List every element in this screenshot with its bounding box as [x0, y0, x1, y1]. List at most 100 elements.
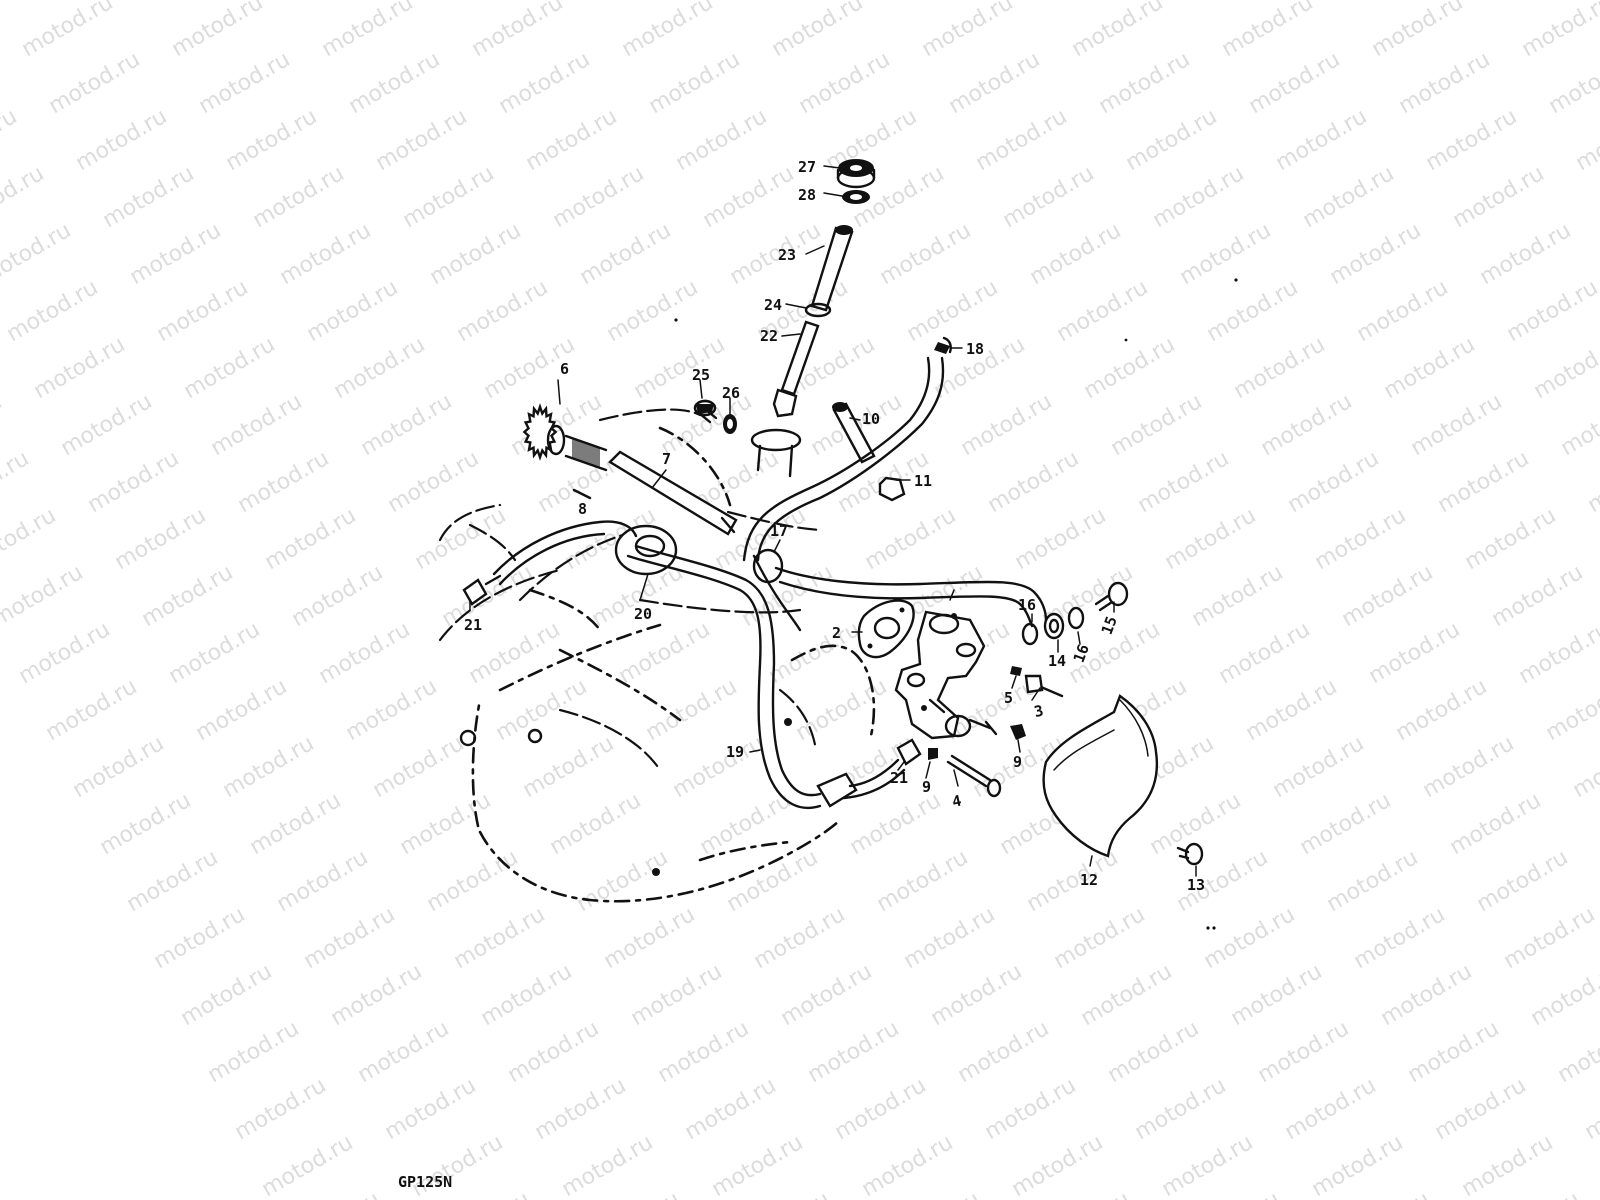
watermark-text: motod.ru: [1272, 104, 1372, 176]
part-label-26: 26: [722, 384, 740, 402]
part-label-16b: 16: [1070, 642, 1093, 665]
watermark-text: motod.ru: [1584, 446, 1600, 518]
watermark-text: motod.ru: [630, 332, 730, 404]
washer-26: [723, 414, 737, 434]
watermark-text: motod.ru: [972, 104, 1072, 176]
watermark-text: motod.ru: [1185, 1187, 1285, 1200]
watermark-text: motod.ru: [1104, 1016, 1204, 1088]
watermark-text: motod.ru: [0, 0, 90, 5]
watermark-text: motod.ru: [249, 161, 349, 233]
watermark-text: motod.ru: [777, 959, 877, 1031]
watermark-text: motod.ru: [207, 389, 307, 461]
watermark-text: motod.ru: [495, 47, 595, 119]
watermark-text: motod.ru: [549, 161, 649, 233]
watermark-text: motod.ru: [576, 218, 676, 290]
watermark-text: motod.ru: [273, 845, 373, 917]
watermark-text: motod.ru: [741, 0, 841, 5]
watermark-text: motod.ru: [1449, 161, 1549, 233]
watermark-text: motod.ru: [1215, 617, 1315, 689]
watermark-text: motod.ru: [0, 503, 60, 575]
part-label-28: 28: [798, 186, 816, 204]
watermark-text: motod.ru: [1188, 560, 1288, 632]
leader-lines: [469, 165, 1197, 877]
watermark-text: motod.ru: [1392, 674, 1492, 746]
oil-hose-21-left: [492, 520, 638, 586]
watermark-text: motod.ru: [1527, 959, 1600, 1031]
watermark-text: motod.ru: [1311, 503, 1411, 575]
watermark-text: motod.ru: [1230, 332, 1330, 404]
watermark-text: motod.ru: [1149, 161, 1249, 233]
cap-27: [836, 159, 876, 189]
watermark-text: motod.ru: [861, 503, 961, 575]
watermark-text: motod.ru: [30, 332, 130, 404]
oil-pump: [894, 610, 998, 740]
watermark-text: motod.ru: [795, 47, 895, 119]
watermark-text: motod.ru: [1419, 731, 1519, 803]
watermark-text: motod.ru: [1353, 275, 1453, 347]
watermark-text: motod.ru: [981, 1073, 1081, 1145]
watermark-text: motod.ru: [765, 617, 865, 689]
watermark-text: motod.ru: [1269, 731, 1369, 803]
part-label-12: 12: [1080, 871, 1098, 889]
part-label-23: 23: [778, 246, 796, 264]
watermark-text: motod.ru: [468, 0, 568, 62]
watermark-text: motod.ru: [1281, 1073, 1381, 1145]
watermark-text: motod.ru: [342, 674, 442, 746]
watermark-text: motod.ru: [261, 503, 361, 575]
watermark-text: motod.ru: [231, 1073, 331, 1145]
watermark-text: motod.ru: [891, 0, 991, 5]
watermark-text: motod.ru: [138, 560, 238, 632]
watermark-text: motod.ru: [1008, 1130, 1108, 1200]
watermark-text: motod.ru: [768, 0, 868, 62]
watermark-text: motod.ru: [627, 959, 727, 1031]
watermark-text: motod.ru: [369, 731, 469, 803]
watermark-text: motod.ru: [1323, 845, 1423, 917]
watermark-text: motod.ru: [3, 275, 103, 347]
watermark-text: motod.ru: [546, 788, 646, 860]
watermark-text: motod.ru: [531, 1073, 631, 1145]
watermark-text: motod.ru: [1542, 674, 1600, 746]
watermark-text: motod.ru: [558, 1130, 658, 1200]
watermark-text: motod.ru: [645, 47, 745, 119]
watermark-text: motod.ru: [219, 731, 319, 803]
watermark-text: motod.ru: [1581, 1073, 1600, 1145]
watermark-text: motod.ru: [885, 1187, 985, 1200]
watermark-text: motod.ru: [1422, 104, 1522, 176]
watermark-text: motod.ru: [150, 902, 250, 974]
screw-13: [1176, 842, 1204, 866]
watermark-text: motod.ru: [876, 218, 976, 290]
watermark-text: motod.ru: [999, 161, 1099, 233]
part-label-13: 13: [1187, 876, 1205, 894]
part-label-3: 3: [1032, 702, 1045, 721]
washer-28: [842, 190, 870, 204]
watermark-text: motod.ru: [696, 788, 796, 860]
watermark-text: motod.ru: [1485, 1187, 1585, 1200]
part-label-20: 20: [634, 605, 652, 623]
watermark-text: motod.ru: [0, 104, 21, 176]
watermark-text: motod.ru: [345, 47, 445, 119]
watermark-text: motod.ru: [396, 788, 496, 860]
watermark-text: motod.ru: [450, 902, 550, 974]
watermark-text: motod.ru: [441, 0, 541, 5]
joint-21-right: [896, 738, 922, 766]
watermark-text: motod.ru: [1377, 959, 1477, 1031]
part-label-10: 10: [862, 410, 880, 428]
part-label-14: 14: [1048, 652, 1066, 670]
clip-18: [934, 336, 952, 354]
part-label-11: 11: [914, 472, 932, 490]
part-label-6: 6: [560, 360, 569, 378]
watermark-text: motod.ru: [1026, 218, 1126, 290]
watermark-text: motod.ru: [984, 446, 1084, 518]
washer-5: [1010, 666, 1022, 676]
banjo-bolt-15: [1094, 581, 1129, 612]
watermark-text: motod.ru: [1200, 902, 1300, 974]
shaft-7: [608, 450, 738, 536]
watermark-text: motod.ru: [168, 0, 268, 62]
watermark-text: motod.ru: [291, 0, 391, 5]
watermark-text: motod.ru: [84, 446, 184, 518]
watermark-text: motod.ru: [204, 1016, 304, 1088]
watermark-text: motod.ru: [1572, 104, 1600, 176]
watermark-text: motod.ru: [195, 47, 295, 119]
watermark-text: motod.ru: [1161, 503, 1261, 575]
watermark-text: motod.ru: [1530, 332, 1600, 404]
